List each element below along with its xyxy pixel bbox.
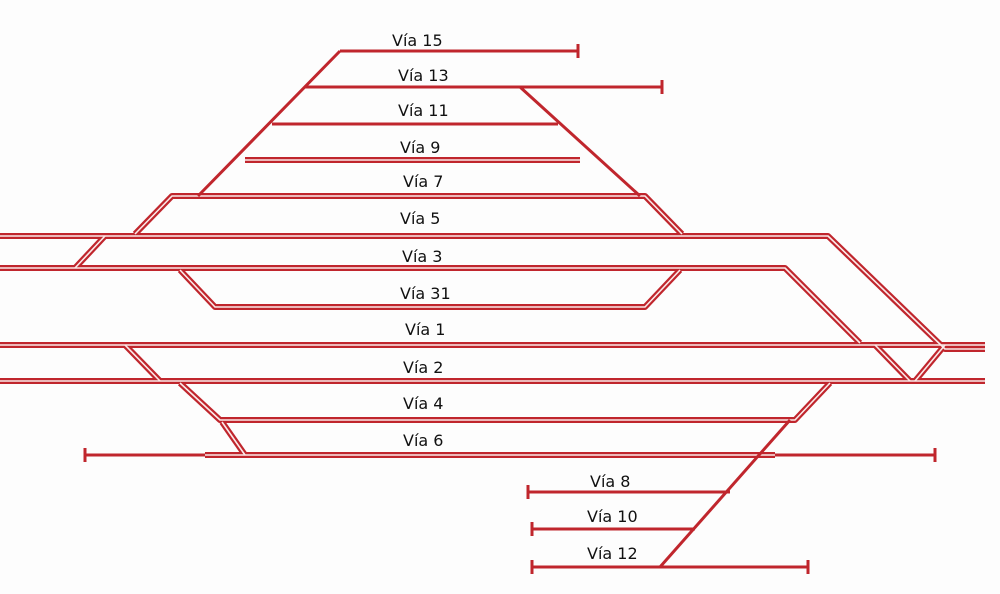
track-center-stripe — [179, 269, 681, 308]
label-via-11: Vía 11 — [398, 101, 449, 120]
track-center-stripe — [74, 235, 106, 269]
label-via-3: Vía 3 — [402, 247, 442, 266]
track-center-stripe — [124, 344, 161, 382]
track-center-stripe — [221, 421, 246, 456]
label-via-5: Vía 5 — [400, 209, 440, 228]
track-via-4 — [177, 380, 833, 423]
track-center-stripe — [179, 382, 831, 421]
ladder-west — [196, 49, 342, 198]
label-via-4: Vía 4 — [403, 394, 443, 413]
ladder-east — [518, 85, 642, 198]
label-via-7: Vía 7 — [403, 172, 443, 191]
track-labels: Vía 15 Vía 13 Vía 11 Vía 9 Vía 7 Vía 5 V… — [392, 31, 638, 563]
label-via-2: Vía 2 — [403, 358, 443, 377]
label-via-13: Vía 13 — [398, 66, 449, 85]
track-center-stripe — [874, 344, 911, 382]
track-center-stripe — [0, 267, 861, 344]
label-via-10: Vía 10 — [587, 507, 638, 526]
label-via-9: Vía 9 — [400, 138, 440, 157]
track-center-stripe — [134, 195, 683, 235]
label-via-31: Vía 31 — [400, 284, 451, 303]
label-via-12: Vía 12 — [587, 544, 638, 563]
main-tracks — [0, 157, 985, 458]
track-center-stripe — [914, 344, 946, 382]
spur-tracks — [83, 44, 937, 574]
track-center-stripe — [0, 235, 985, 350]
label-via-8: Vía 8 — [590, 472, 630, 491]
label-via-15: Vía 15 — [392, 31, 443, 50]
label-via-1: Vía 1 — [405, 320, 445, 339]
track-via-5 — [0, 233, 985, 352]
ladder-south — [658, 419, 792, 568]
label-via-6: Vía 6 — [403, 431, 443, 450]
